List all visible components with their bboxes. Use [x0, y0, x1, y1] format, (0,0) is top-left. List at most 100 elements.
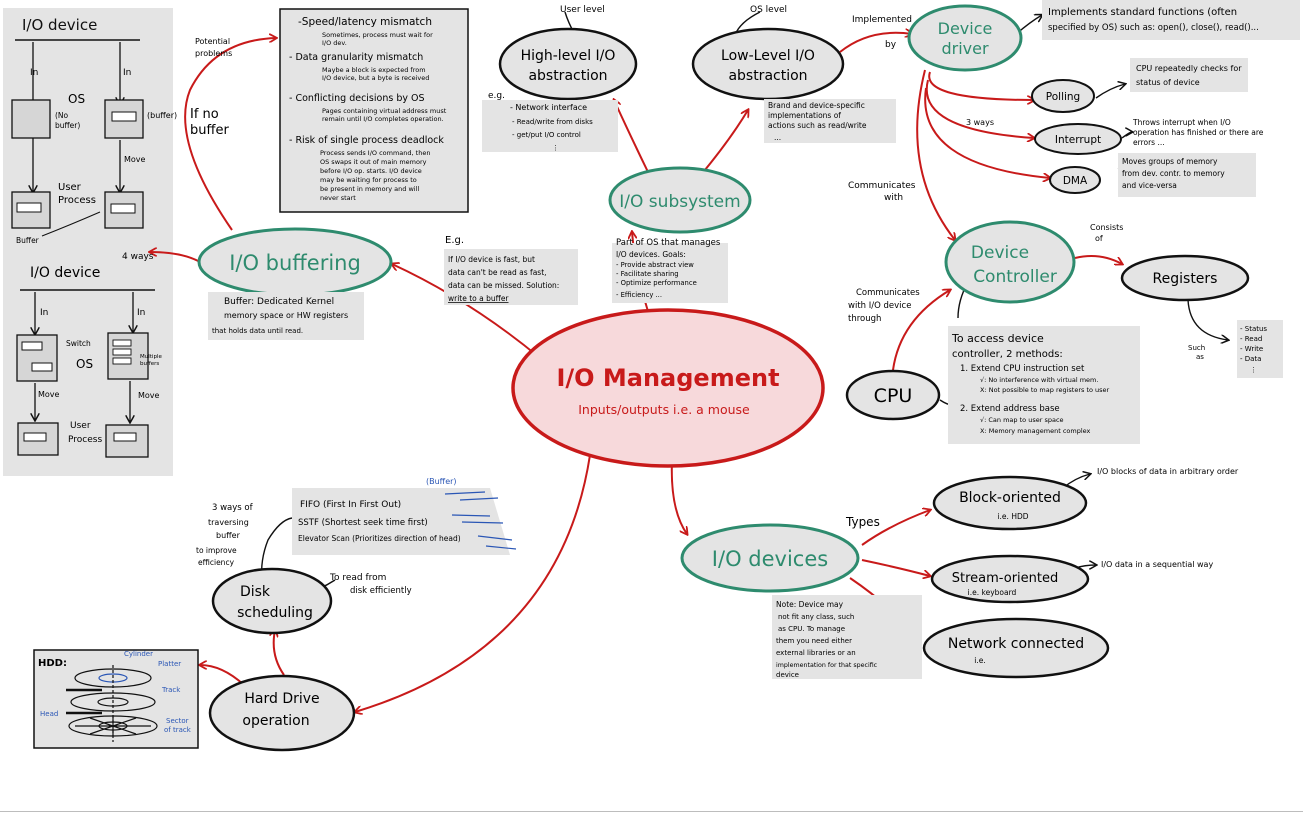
- devnote-3: as CPU. To manage: [778, 625, 845, 633]
- node-dma[interactable]: DMA: [1049, 166, 1101, 194]
- center-title: I/O Management: [556, 364, 779, 392]
- low-level-line2: abstraction: [728, 68, 807, 84]
- problem-2-body-2: I/O device, but a byte is received: [322, 74, 429, 82]
- buffer-eg-box: E.g. If I/O device is fast, but data can…: [444, 235, 578, 305]
- device-controller-line1: Device: [971, 243, 1029, 263]
- registers-label: Registers: [1153, 271, 1218, 287]
- node-io-devices[interactable]: I/O devices: [680, 523, 860, 593]
- user-level-label: User level: [560, 5, 605, 15]
- driver-impl-2: specified by OS) such as: open(), close(…: [1048, 23, 1259, 33]
- node-high-level[interactable]: High-level I/O abstraction: [498, 27, 638, 101]
- reg-status: - Status: [1240, 325, 1267, 333]
- node-device-driver[interactable]: Device driver: [907, 4, 1023, 72]
- node-io-buffering[interactable]: I/O buffering: [197, 227, 393, 297]
- block-desc: I/O blocks of data in arbitrary order: [1097, 467, 1239, 476]
- buffer-eg-label: E.g.: [445, 235, 464, 246]
- sidebar-buffer-label: Buffer: [16, 236, 40, 245]
- high-eg-3: - get/put I/O control: [512, 131, 581, 139]
- high-level-line2: abstraction: [528, 68, 607, 84]
- potential-problems-2: problems: [195, 49, 232, 58]
- node-low-level[interactable]: Low-Level I/O abstraction: [691, 27, 845, 101]
- stream-ie: i.e. keyboard: [968, 588, 1017, 597]
- disk-scheduling-line2: scheduling: [237, 605, 313, 621]
- to-read-from-1: To read from: [329, 573, 386, 583]
- sidebar-move-right: Move: [138, 391, 160, 400]
- floating-labels: User level OS level Implemented by 3 way…: [122, 5, 1239, 596]
- node-stream-oriented[interactable]: Stream-oriented i.e. keyboard: [930, 554, 1090, 604]
- low-level-line1: Low-Level I/O: [721, 48, 815, 64]
- communicates-with-1: Communicates: [848, 181, 916, 191]
- node-polling[interactable]: Polling: [1031, 79, 1095, 113]
- sidebar-bottom-os: OS: [76, 357, 93, 371]
- subsystem-desc-box: Part of OS that manages I/O devices. Goa…: [612, 238, 728, 303]
- center-node[interactable]: I/O Management Inputs/outputs i.e. a mou…: [511, 308, 825, 468]
- interrupt-label: Interrupt: [1055, 134, 1101, 146]
- node-disk-scheduling[interactable]: Disk scheduling: [211, 567, 333, 635]
- cpu-label: CPU: [874, 385, 913, 407]
- hdd-cylinder: Cylinder: [124, 650, 153, 658]
- devnote-1: Note: Device may: [776, 600, 844, 609]
- stream-oriented-label: Stream-oriented: [952, 571, 1058, 586]
- node-hard-drive[interactable]: Hard Drive operation: [208, 674, 356, 752]
- to-read-from-2: disk efficiently: [350, 586, 412, 596]
- comm-io-1: Communicates: [856, 288, 920, 298]
- sched-sstf: SSTF (Shortest seek time first): [298, 518, 428, 528]
- comm-io-2: with I/O device: [848, 301, 911, 311]
- buffer-def-2: memory space or HW registers: [224, 311, 348, 320]
- io-subsystem-label: I/O subsystem: [619, 192, 740, 212]
- node-cpu[interactable]: CPU: [845, 369, 941, 421]
- interrupt-desc-1: Throws interrupt when I/O: [1132, 118, 1231, 127]
- sidebar-multiple-1: Multiple: [140, 354, 162, 360]
- subsystem-desc-3: - Provide abstract view: [616, 261, 694, 269]
- ctrl-access-6: 2. Extend address base: [960, 404, 1060, 414]
- sched-fifo: FIFO (First In First Out): [300, 500, 401, 510]
- platter-stack-icon: [66, 665, 158, 742]
- sidebar-bottom-user-1: User: [70, 421, 91, 431]
- hdd-platter: Platter: [158, 660, 181, 668]
- node-io-subsystem[interactable]: I/O subsystem: [608, 166, 752, 234]
- buffer-eg-3: data can be missed. Solution:: [448, 281, 559, 290]
- node-network-connected[interactable]: Network connected i.e.: [922, 617, 1110, 679]
- comm-io-3: through: [848, 314, 881, 324]
- devnote-2: not fit any class, such: [778, 613, 854, 621]
- sidebar-no-buffer-1: (No: [55, 111, 69, 120]
- three-ways-disk-1: 3 ways of: [212, 503, 254, 513]
- three-ways-disk-3: buffer: [216, 531, 241, 540]
- node-interrupt[interactable]: Interrupt: [1034, 123, 1122, 155]
- device-driver-line2: driver: [941, 39, 988, 58]
- device-controller-line2: Controller: [973, 267, 1057, 287]
- three-ways-disk-4: to improve: [196, 546, 237, 555]
- sidebar-user-process-2: Process: [58, 195, 96, 206]
- buffer-def-3: that holds data until read.: [212, 327, 303, 335]
- communicates-with-2: with: [884, 193, 903, 203]
- problem-3-body-1: Pages containing virtual address must: [322, 107, 447, 115]
- dma-desc-3: and vice-versa: [1122, 181, 1177, 190]
- sidebar-top-in-left: In: [30, 68, 38, 78]
- block-oriented-label: Block-oriented: [959, 490, 1061, 506]
- node-registers[interactable]: Registers: [1120, 254, 1250, 302]
- disk-scheduling-line1: Disk: [240, 584, 271, 600]
- subsystem-desc-2: I/O devices. Goals:: [616, 250, 686, 259]
- dma-desc-box: Moves groups of memory from dev. contr. …: [1118, 153, 1256, 197]
- three-ways-disk-2: traversing: [208, 518, 249, 527]
- sidebar-multiple-2: buffers: [140, 361, 159, 367]
- problem-4-body-2: OS swaps it out of main memory: [320, 158, 427, 166]
- node-block-oriented[interactable]: Block-oriented i.e. HDD: [932, 475, 1088, 531]
- problem-4-title: - Risk of single process deadlock: [289, 135, 444, 146]
- interrupt-desc-2: operation has finished or there are: [1133, 128, 1264, 137]
- three-ways-driver: 3 ways: [966, 118, 994, 127]
- sidebar-no-buffer-2: buffer): [55, 121, 80, 130]
- ctrl-access-4: √: No interference with virtual mem.: [980, 376, 1098, 384]
- reg-write: - Write: [1240, 345, 1263, 353]
- scheduling-box: FIFO (First In First Out) SSTF (Shortest…: [292, 477, 517, 555]
- hard-drive-line1: Hard Drive: [244, 691, 319, 707]
- dma-label: DMA: [1063, 175, 1088, 187]
- node-device-controller[interactable]: Device Controller: [944, 220, 1076, 304]
- interrupt-desc-3: errors ...: [1133, 138, 1165, 147]
- if-no-buffer-2: buffer: [190, 123, 229, 138]
- buffer-def-box: Buffer: Dedicated Kernel memory space or…: [208, 292, 364, 340]
- polling-label: Polling: [1046, 91, 1080, 103]
- io-buffering-label: I/O buffering: [229, 251, 361, 275]
- ctrl-access-2: controller, 2 methods:: [952, 349, 1063, 360]
- sidebar-bottom-user-2: Process: [68, 435, 102, 445]
